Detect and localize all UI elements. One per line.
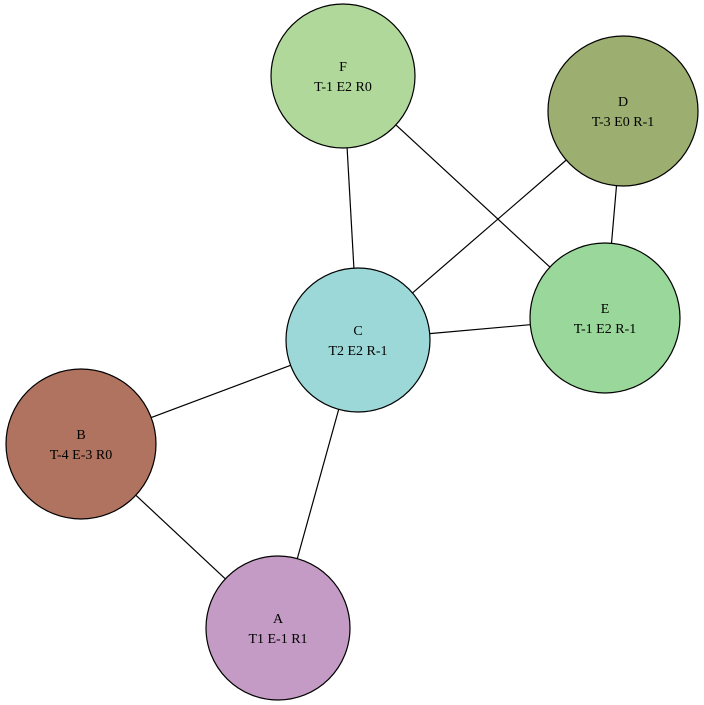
edge-b-a (135, 494, 226, 580)
edge-d-e (610, 185, 618, 244)
edge-c-b (150, 364, 291, 419)
node-f[interactable]: F T-1 E2 R0 (270, 3, 416, 149)
node-c[interactable]: C T2 E2 R-1 (285, 267, 431, 413)
node-b-circle (5, 368, 157, 520)
edge-d-c (412, 159, 567, 294)
node-c-name: C (353, 324, 362, 339)
node-e-circle (529, 242, 681, 394)
node-e-metrics: T-1 E2 R-1 (574, 322, 636, 337)
edge-f-c (346, 147, 355, 269)
node-b-name: B (76, 428, 85, 443)
node-a-name: A (273, 612, 284, 627)
node-a[interactable]: A T1 E-1 R1 (205, 555, 351, 701)
node-a-metrics: T1 E-1 R1 (248, 632, 307, 647)
node-f-circle (270, 3, 416, 149)
node-f-metrics: T-1 E2 R0 (314, 80, 372, 95)
node-f-name: F (339, 60, 347, 75)
node-d-name: D (618, 95, 628, 110)
node-e-name: E (601, 302, 610, 317)
node-e[interactable]: E T-1 E2 R-1 (529, 242, 681, 394)
node-d-circle (547, 35, 699, 187)
node-d-metrics: T-3 E0 R-1 (592, 115, 654, 130)
node-layer: A T1 E-1 R1 B T-4 E-3 R0 C T2 E2 R-1 D T-3 E0 R… (5, 3, 699, 701)
edge-f-e (395, 124, 551, 268)
node-a-circle (205, 555, 351, 701)
edge-c-a (296, 409, 340, 559)
node-c-circle (285, 267, 431, 413)
edge-layer (135, 124, 618, 580)
node-b[interactable]: B T-4 E-3 R0 (5, 368, 157, 520)
edge-c-e (429, 324, 531, 335)
node-c-metrics: T2 E2 R-1 (328, 344, 387, 359)
node-b-metrics: T-4 E-3 R0 (50, 448, 112, 463)
node-d[interactable]: D T-3 E0 R-1 (547, 35, 699, 187)
